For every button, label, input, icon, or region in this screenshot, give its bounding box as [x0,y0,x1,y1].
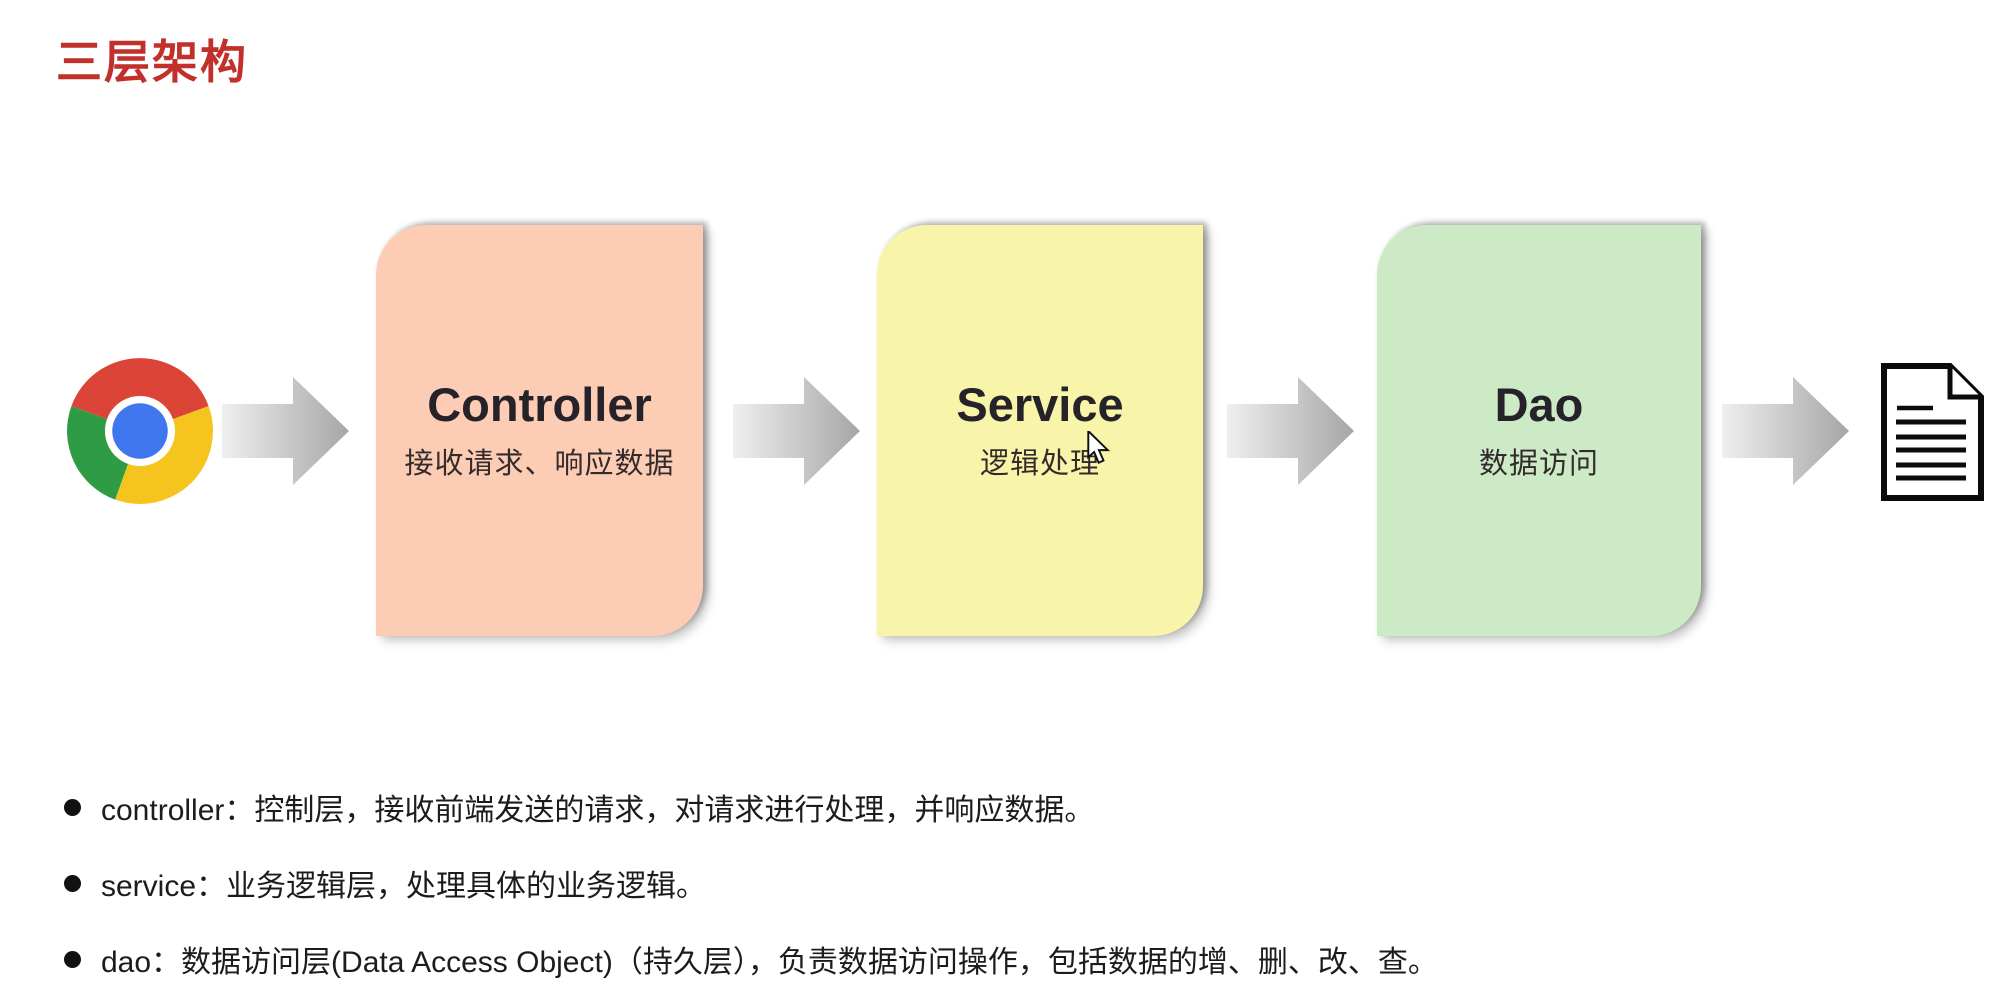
service-label: Service [956,378,1124,432]
bullet-service-text: service：业务逻辑层，处理具体的业务逻辑。 [101,870,707,903]
controller-sublabel: 接收请求、响应数据 [404,447,675,480]
bullet-dot [64,874,81,892]
controller-label: Controller [427,378,652,432]
bullet-dao: dao：数据访问层(Data Access Object)（持久层），负责数据访… [64,937,1438,981]
dao-sublabel: 数据访问 [1478,447,1599,480]
controller-layer-box: Controller 接收请求、响应数据 [376,225,703,636]
page-title: 三层架构 [56,36,248,88]
arrow-service-to-dao [1227,377,1354,485]
arrow-controller-to-service [733,377,860,485]
dao-label: Dao [1494,378,1584,432]
bullet-controller: controller：控制层，接收前端发送的请求，对请求进行处理，并响应数据。 [64,785,1094,829]
bullet-controller-text: controller：控制层，接收前端发送的请求，对请求进行处理，并响应数据。 [101,794,1095,827]
service-sublabel: 逻辑处理 [979,447,1100,480]
service-layer-box: Service 逻辑处理 [877,225,1203,636]
arrow-dao-to-document [1722,377,1849,485]
mouse-cursor-icon [1086,428,1111,465]
bullet-service: service：业务逻辑层，处理具体的业务逻辑。 [64,861,706,905]
bullet-dot [64,798,81,816]
document-icon [1878,361,1986,503]
dao-layer-box: Dao 数据访问 [1377,225,1701,636]
arrow-browser-to-controller [222,377,349,485]
bullet-dot [64,950,81,968]
bullet-dao-text: dao：数据访问层(Data Access Object)（持久层），负责数据访… [101,946,1438,979]
chrome-browser-icon [67,358,213,504]
